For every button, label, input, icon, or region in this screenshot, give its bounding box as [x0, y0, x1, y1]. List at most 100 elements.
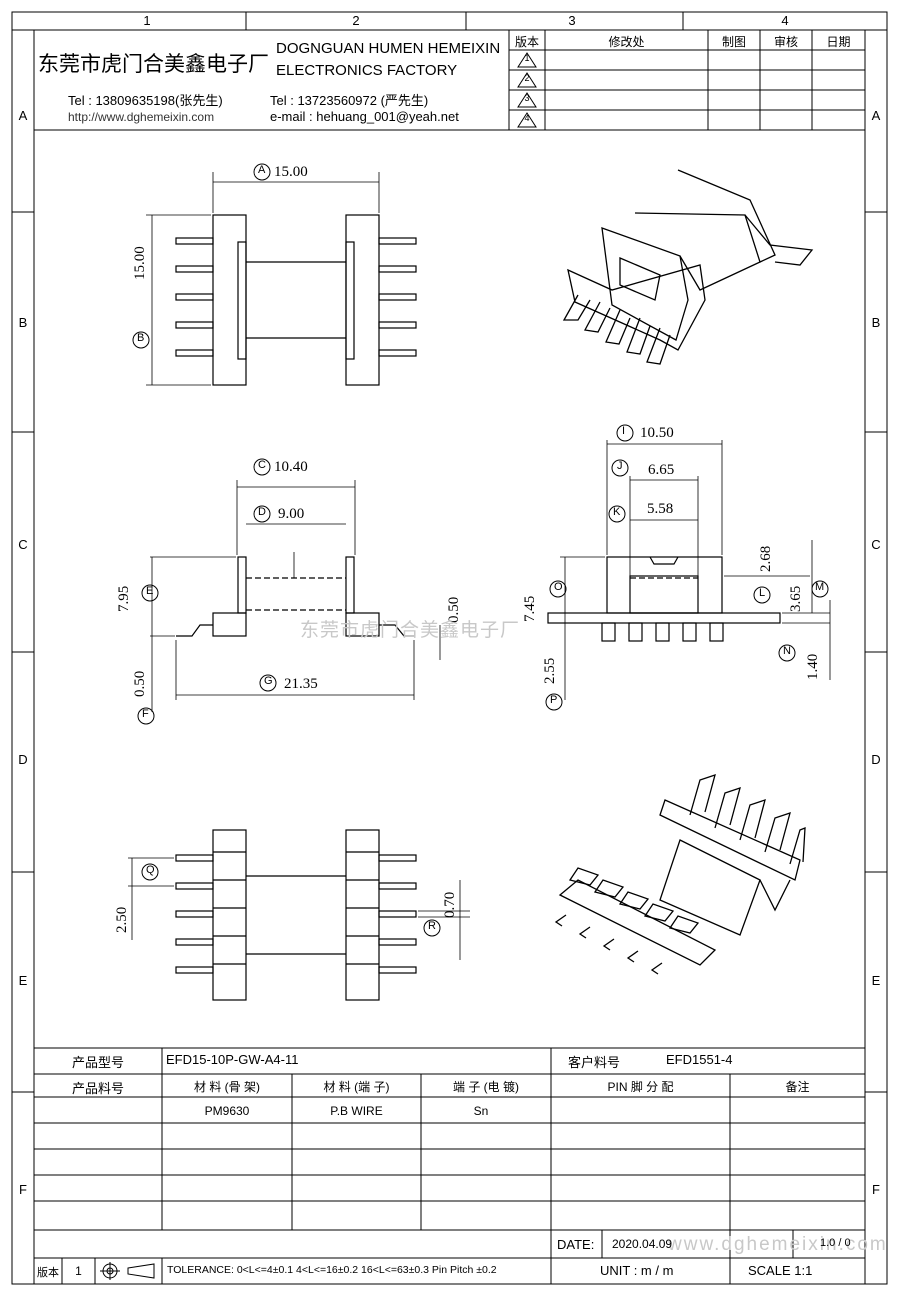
callout-label: D [258, 506, 266, 518]
callout-label: L [759, 587, 766, 599]
callout-label: R [428, 920, 436, 932]
row-label: F [19, 1182, 27, 1197]
version-value: 1 [75, 1264, 82, 1278]
callout-label: B [137, 332, 145, 344]
rev-row-4: 4 [524, 113, 530, 123]
col-remark: 备注 [785, 1080, 810, 1094]
technical-drawing [128, 163, 831, 1001]
rev-header-drawn: 制图 [721, 35, 746, 49]
rev-header-check: 审核 [773, 35, 798, 49]
material-pin: P.B WIRE [330, 1104, 383, 1118]
dim-o: 7.45 [522, 595, 538, 622]
dim-g: 21.35 [284, 676, 318, 692]
callout-label: E [146, 585, 154, 597]
row-label: C [18, 537, 28, 552]
watermark: 东莞市虎门合美鑫电子厂 [300, 620, 521, 641]
watermark-url: www.dghemeixin.com [668, 1234, 888, 1255]
dim-j: 6.65 [648, 462, 675, 478]
bottom-view-body [212, 829, 380, 1001]
dim-r: 0.70 [442, 891, 458, 918]
projection-symbol-icon [100, 1262, 155, 1280]
dim-a: 15.00 [274, 164, 308, 180]
callout-label: O [554, 581, 563, 593]
row-label: D [18, 752, 28, 767]
dim-q: 2.50 [114, 906, 130, 933]
phone-1: Tel : 13809635198(张先生) [68, 93, 223, 108]
column-label: 2 [352, 13, 360, 28]
rev-row-2: 2 [524, 73, 530, 83]
rev-row-3: 3 [524, 93, 530, 103]
dim-c: 10.40 [274, 459, 308, 475]
customer-part-label: 客户料号 [568, 1055, 621, 1070]
material-bobbin: PM9630 [204, 1104, 250, 1118]
callout-label: I [622, 425, 626, 437]
callout-label: Q [146, 864, 155, 876]
scale: SCALE 1:1 [748, 1263, 813, 1278]
dim-k: 5.58 [647, 501, 674, 517]
rev-header-date: 日期 [826, 35, 851, 49]
customer-part: EFD1551-4 [666, 1052, 733, 1067]
row-label: E [18, 973, 28, 988]
row-label: A [871, 108, 881, 123]
unit: UNIT : m / m [600, 1263, 674, 1278]
col-plating: 端 子 (电 镀) [453, 1080, 519, 1094]
page-number: 1.0 / 0 [820, 1237, 851, 1249]
row-label: F [872, 1182, 880, 1197]
phone-2: Tel : 13723560972 (严先生) [270, 93, 429, 108]
callout-label: A [258, 164, 266, 176]
isometric-view-bottom [554, 774, 806, 975]
dimension-callouts [132, 163, 829, 937]
dim-n: 1.40 [805, 653, 821, 680]
row-label: A [18, 108, 28, 123]
row-label: E [871, 973, 881, 988]
dim-b: 15.00 [132, 246, 148, 280]
callout-label: C [258, 459, 266, 471]
company-name-en-1: DOGNGUAN HUMEN HEMEIXIN [276, 40, 501, 57]
col-material-bobbin: 材 料 (骨 架) [194, 1080, 260, 1094]
website-link[interactable]: http://www.dghemeixin.com [68, 110, 215, 124]
callout-label: N [783, 645, 791, 657]
product-part-label: 产品料号 [71, 1081, 124, 1096]
callout-label: M [815, 581, 825, 593]
dim-p: 2.55 [542, 657, 558, 684]
dim-l: 3.65 [788, 585, 804, 612]
row-label: B [18, 315, 28, 330]
row-label: B [871, 315, 881, 330]
callout-label: G [264, 675, 273, 687]
rev-header-change: 修改处 [608, 35, 645, 49]
callout-label: P [550, 694, 558, 706]
date-value: 2020.04.09 [612, 1237, 673, 1251]
dim-e: 7.95 [116, 585, 132, 612]
product-model: EFD15-10P-GW-A4-11 [166, 1052, 299, 1067]
date-label: DATE: [557, 1237, 595, 1252]
version-label: 版本 [37, 1267, 59, 1279]
front-view-pins [601, 622, 724, 642]
row-label: D [871, 752, 881, 767]
revision-triangles [517, 52, 537, 128]
callout-label: F [142, 708, 149, 720]
column-label: 1 [143, 13, 151, 28]
top-view-pins [175, 237, 417, 357]
col-pin-assignment: PIN 脚 分 配 [607, 1080, 674, 1094]
callout-label: J [617, 460, 623, 472]
row-label: C [871, 537, 881, 552]
rev-header-version: 版本 [514, 35, 539, 49]
company-name-en-2: ELECTRONICS FACTORY [276, 62, 458, 79]
product-model-label: 产品型号 [71, 1055, 124, 1070]
isometric-view-top [562, 169, 814, 365]
email: e-mail : hehuang_001@yeah.net [270, 109, 459, 124]
column-label: 4 [781, 13, 789, 28]
company-name-cn: 东莞市虎门合美鑫电子厂 [38, 53, 269, 76]
col-material-pin: 材 料 (端 子) [323, 1080, 390, 1094]
tolerance-note: TOLERANCE: 0<L<=4±0.1 4<L<=16±0.2 16<L<=… [167, 1264, 497, 1276]
rev-row-1: 1 [524, 53, 530, 63]
dim-m: 2.68 [758, 545, 774, 572]
dim-d: 9.00 [278, 506, 305, 522]
dim-i: 10.50 [640, 425, 674, 441]
bottom-view-pins [175, 854, 417, 974]
callout-label: K [613, 506, 621, 518]
column-label: 3 [568, 13, 576, 28]
dim-f: 0.50 [132, 670, 148, 697]
plating: Sn [473, 1104, 489, 1118]
